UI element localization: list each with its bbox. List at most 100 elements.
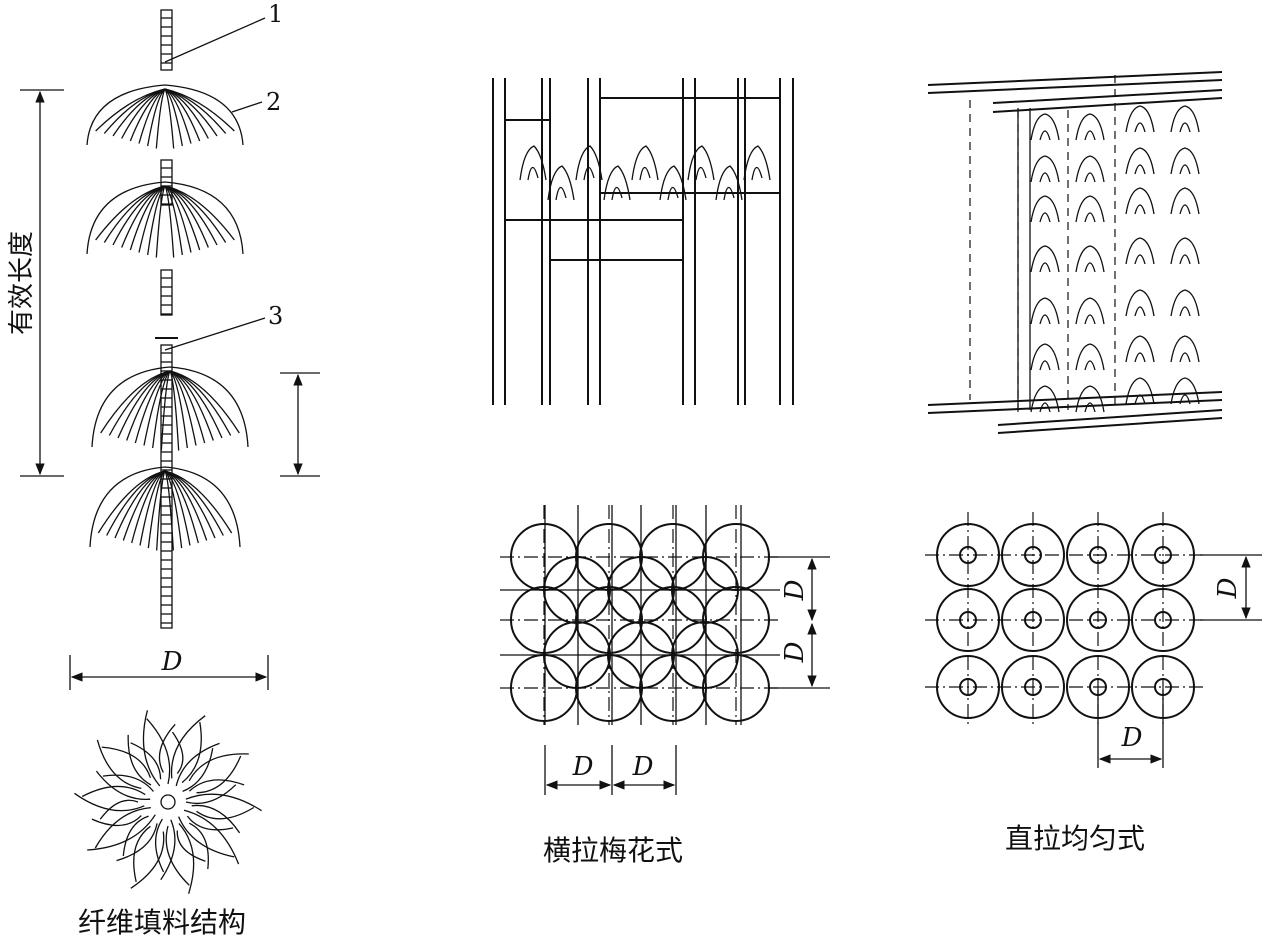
rope-segment (160, 9, 173, 71)
top-fiber (91, 815, 142, 827)
fiber-tuft (1170, 105, 1200, 133)
fiber-strand (160, 370, 171, 451)
fiber-tuft (1134, 204, 1146, 215)
top-fiber (175, 742, 220, 787)
fiber-strand (156, 470, 166, 551)
diameter-label: D (161, 647, 183, 677)
fiber-bunch (89, 466, 241, 551)
top-fiber (102, 774, 154, 792)
fiber-strand (134, 370, 171, 444)
top-rail (992, 97, 1223, 113)
fiber-tuft (1030, 245, 1060, 273)
top-fiber (127, 734, 152, 786)
fiber-tuft (1030, 155, 1060, 183)
fiber-tuft (1125, 105, 1155, 133)
fiber-tuft (519, 145, 547, 181)
fiber-tuft (1075, 297, 1105, 325)
fiber-strand (164, 88, 235, 132)
top-fiber (142, 710, 161, 787)
fiber-tuft (575, 145, 603, 181)
fiber-tuft (1125, 147, 1155, 175)
fiber-tuft (639, 166, 651, 181)
fiber-tuft (1030, 297, 1060, 325)
fiber-strand (169, 370, 197, 446)
fiber-tuft (1075, 343, 1105, 371)
top-view-core (160, 794, 176, 810)
plum-vertical-label-1: D (780, 579, 810, 601)
uniform-horizontal-label: D (1121, 723, 1143, 753)
top-fiber (116, 823, 158, 862)
fiber-tuft (1084, 314, 1096, 325)
fiber-bunches (86, 84, 249, 551)
fiber-tuft (1179, 164, 1191, 175)
caption-horizontal-plum: 横拉梅花式 (543, 834, 683, 867)
uniform-vertical-label: D (1213, 577, 1243, 599)
fiber-tuft (1134, 254, 1146, 265)
fiber-tuft (1039, 212, 1051, 223)
fiber-strand (155, 88, 166, 149)
plum-vertical-label-2: D (780, 641, 810, 663)
top-fiber (133, 825, 151, 883)
fiber-tuft (1125, 289, 1155, 317)
caption-fiber-structure: 纤维填料结构 (78, 906, 246, 939)
top-fiber (94, 806, 151, 849)
top-fiber (186, 815, 234, 831)
fiber-tuft (1084, 172, 1096, 183)
uniform-layout-plan: D D (925, 512, 1262, 768)
fiber-strand (164, 185, 235, 241)
fiber-tuft (1039, 360, 1051, 371)
fiber-strand (143, 370, 171, 446)
fiber-string-side-view: 1 2 3 有效长度 D (7, 0, 320, 894)
bottom-rail (997, 409, 1223, 426)
callout-3: 3 (268, 302, 283, 330)
top-fiber (170, 715, 206, 779)
top-fiber (188, 779, 245, 792)
top-fiber (87, 814, 156, 851)
horizontal-frame-view (492, 78, 794, 405)
top-fiber (95, 770, 151, 800)
fiber-tuft (1084, 130, 1096, 141)
top-fiber (182, 747, 214, 793)
top-fiber (130, 742, 162, 780)
top-fiber (188, 822, 209, 870)
fiber-tuft (1179, 122, 1191, 133)
fiber-tuft (1179, 254, 1191, 265)
fiber-tuft (1084, 360, 1096, 371)
fiber-tuft (1179, 306, 1191, 317)
fiber-tuft (1125, 237, 1155, 265)
bottom-rail (927, 391, 1223, 406)
fiber-strand (152, 370, 171, 449)
fiber-tuft (1170, 377, 1200, 405)
fiber-strand (147, 185, 166, 256)
fiber-tuft (751, 166, 763, 181)
rope-segment (160, 269, 173, 316)
fiber-tuft (1075, 385, 1105, 413)
fiber-tuft (1084, 212, 1096, 223)
fiber-tuft (1075, 195, 1105, 223)
fiber-tuft (603, 165, 631, 201)
top-fiber (181, 721, 202, 784)
fiber-bunch (91, 366, 249, 451)
fiber-tuft (1134, 306, 1146, 317)
fiber-strand (139, 470, 166, 546)
fiber-tuft (527, 166, 539, 181)
plum-layout-plan: D D D D (500, 505, 830, 795)
top-fiber (146, 718, 171, 785)
fiber-tuft (1030, 343, 1060, 371)
fiber-strand (164, 88, 175, 149)
top-fiber (183, 809, 240, 865)
fiber-tuft (1179, 394, 1191, 405)
fiber-strand (164, 470, 174, 551)
top-fiber (81, 785, 146, 798)
top-fiber (185, 784, 237, 805)
top-fiber (101, 746, 152, 778)
plum-horizontal-label-1: D (572, 752, 594, 782)
fiber-tuft (743, 145, 771, 181)
fiber-strand (169, 370, 180, 451)
bunch-outline (86, 181, 244, 255)
top-fiber (185, 793, 262, 812)
fiber-strand (164, 185, 192, 253)
top-fiber (191, 804, 241, 834)
top-fiber (176, 830, 206, 862)
